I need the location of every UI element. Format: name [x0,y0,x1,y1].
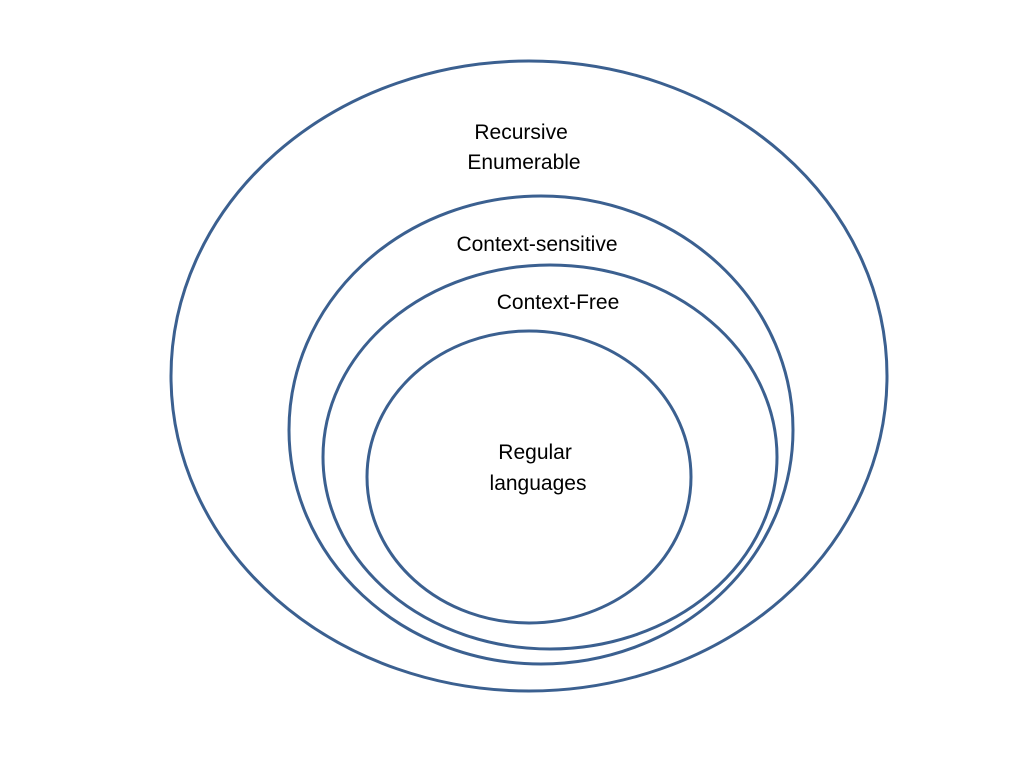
context-sensitive-set: Context-sensitive [287,194,795,666]
recursive-enumerable-label: Recursive Enumerable [467,121,580,174]
recursive-enumerable-label-line-2: Enumerable [467,151,580,174]
regular-languages-label: Regular languages [490,441,587,495]
context-free-label-line-1: Context-Free [497,291,620,314]
regular-languages-label-line-2: languages [490,472,587,495]
recursive-enumerable-set: Recursive Enumerable [169,59,889,693]
regular-languages-set: Regular languages [365,329,693,625]
recursive-enumerable-boundary [169,59,889,693]
context-free-boundary [321,263,779,651]
context-sensitive-boundary [287,194,795,666]
recursive-enumerable-label-line-1: Recursive [474,121,567,144]
regular-languages-label-line-1: Regular [498,441,572,464]
context-sensitive-label: Context-sensitive [456,233,617,256]
context-free-label: Context-Free [497,291,620,314]
regular-languages-boundary [365,329,693,625]
context-free-set: Context-Free [321,263,779,651]
context-sensitive-label-line-1: Context-sensitive [456,233,617,256]
